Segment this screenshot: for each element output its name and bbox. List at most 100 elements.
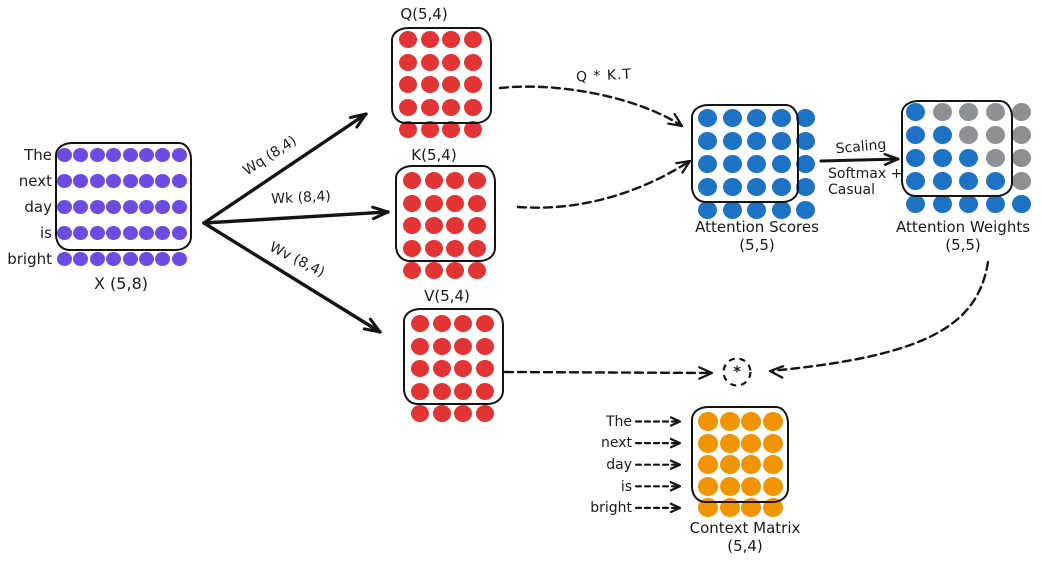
context-matrix-shape: (5,4) [727,537,763,555]
v-dot [454,382,472,400]
scores-dot [747,132,766,150]
weights-dot [1012,126,1031,144]
x-dot [171,200,187,214]
q-dot [463,98,482,116]
x-dot [57,252,72,266]
wq-arrow-head [348,112,368,129]
x-dot [155,200,171,214]
matrix-v-label: V(5,4) [424,287,470,305]
x-dot [139,174,154,188]
k-dot [446,172,464,189]
q-dot [420,98,439,116]
x-dot [73,200,89,214]
weights-dot [959,172,978,190]
x-dot [122,200,138,214]
v-to-multiply-arrow-head [698,366,714,380]
input-token: The [24,146,52,164]
x-dot [73,148,89,162]
v-dot [411,337,429,355]
scores-dot [796,132,815,150]
scores-dot [771,132,791,150]
q-dot [399,31,417,48]
q-dot [442,98,460,116]
x-dot [122,174,138,188]
x-dot [155,174,171,188]
context-token: next [600,435,632,452]
weights-dot [932,195,952,213]
x-dot [171,252,187,266]
q-dot [399,121,417,138]
x-dot [139,148,154,162]
weights-dot [932,103,952,121]
context-row-arrow-head [669,459,682,470]
x-dot [171,174,187,188]
softmax-line: Softmax + [828,166,903,182]
x-dot [139,226,154,240]
q-dot [463,76,482,93]
v-dot [454,360,472,377]
q-dot [442,31,460,48]
q-dot [442,76,460,93]
scores-dot [747,178,766,196]
context-token: bright [590,500,632,517]
v-dot [475,382,494,400]
x-dot [73,252,89,266]
scores-dot [771,178,791,196]
q-dot [399,76,417,93]
weights-dot [985,149,1005,167]
x-dot [73,174,89,188]
k-dot [446,217,464,234]
x-dot [57,174,72,188]
context-dot [741,433,761,453]
scores-dot [747,109,766,127]
context-dot [741,498,761,518]
q-dot [399,98,417,116]
multiply-circle [722,357,752,387]
q-dot [463,53,482,71]
matrix-k-label: K(5,4) [411,146,457,164]
x-dot [106,174,122,188]
scores-dot [771,201,791,219]
scores-dot [796,155,815,173]
v-to-multiply-arrow [503,370,714,375]
weights-dot [959,195,978,213]
scores-dot [747,201,766,219]
softmax-causal-label: Softmax + Casual [828,166,902,198]
context-dot [698,412,718,431]
k-dot [467,262,486,279]
k-dot [424,217,443,234]
weights-dot [906,149,925,167]
context-dot [762,455,783,475]
scores-dot [722,109,742,127]
k-dot [424,194,443,212]
q-dot [420,121,439,138]
weights-dot [1012,172,1031,190]
weights-dot [932,126,952,144]
x-dot [106,148,122,162]
q-dot [399,53,417,71]
x-dot [89,226,105,240]
scores-dot [771,109,791,127]
input-token: day [24,198,52,216]
scores-dot [747,155,766,173]
weights-dot [985,126,1005,144]
weights-dot [1012,149,1031,167]
k-dot [446,194,464,212]
k-to-scores-arrow [516,159,692,209]
x-dot [139,252,154,266]
v-dot [454,337,472,355]
k-dot [446,239,464,257]
k-dot [467,217,486,234]
k-dot [403,172,421,189]
matrix-x-label: X (5,8) [94,274,148,293]
context-token: is [620,478,632,495]
q-to-scores-arrow [498,85,684,128]
scores-dot [698,109,717,127]
q-dot [420,31,439,48]
k-dot [424,262,443,279]
scores-dot [698,132,717,150]
x-dot [122,148,138,162]
weights-dot [932,172,952,190]
v-dot [432,405,451,422]
k-dot [467,194,486,212]
